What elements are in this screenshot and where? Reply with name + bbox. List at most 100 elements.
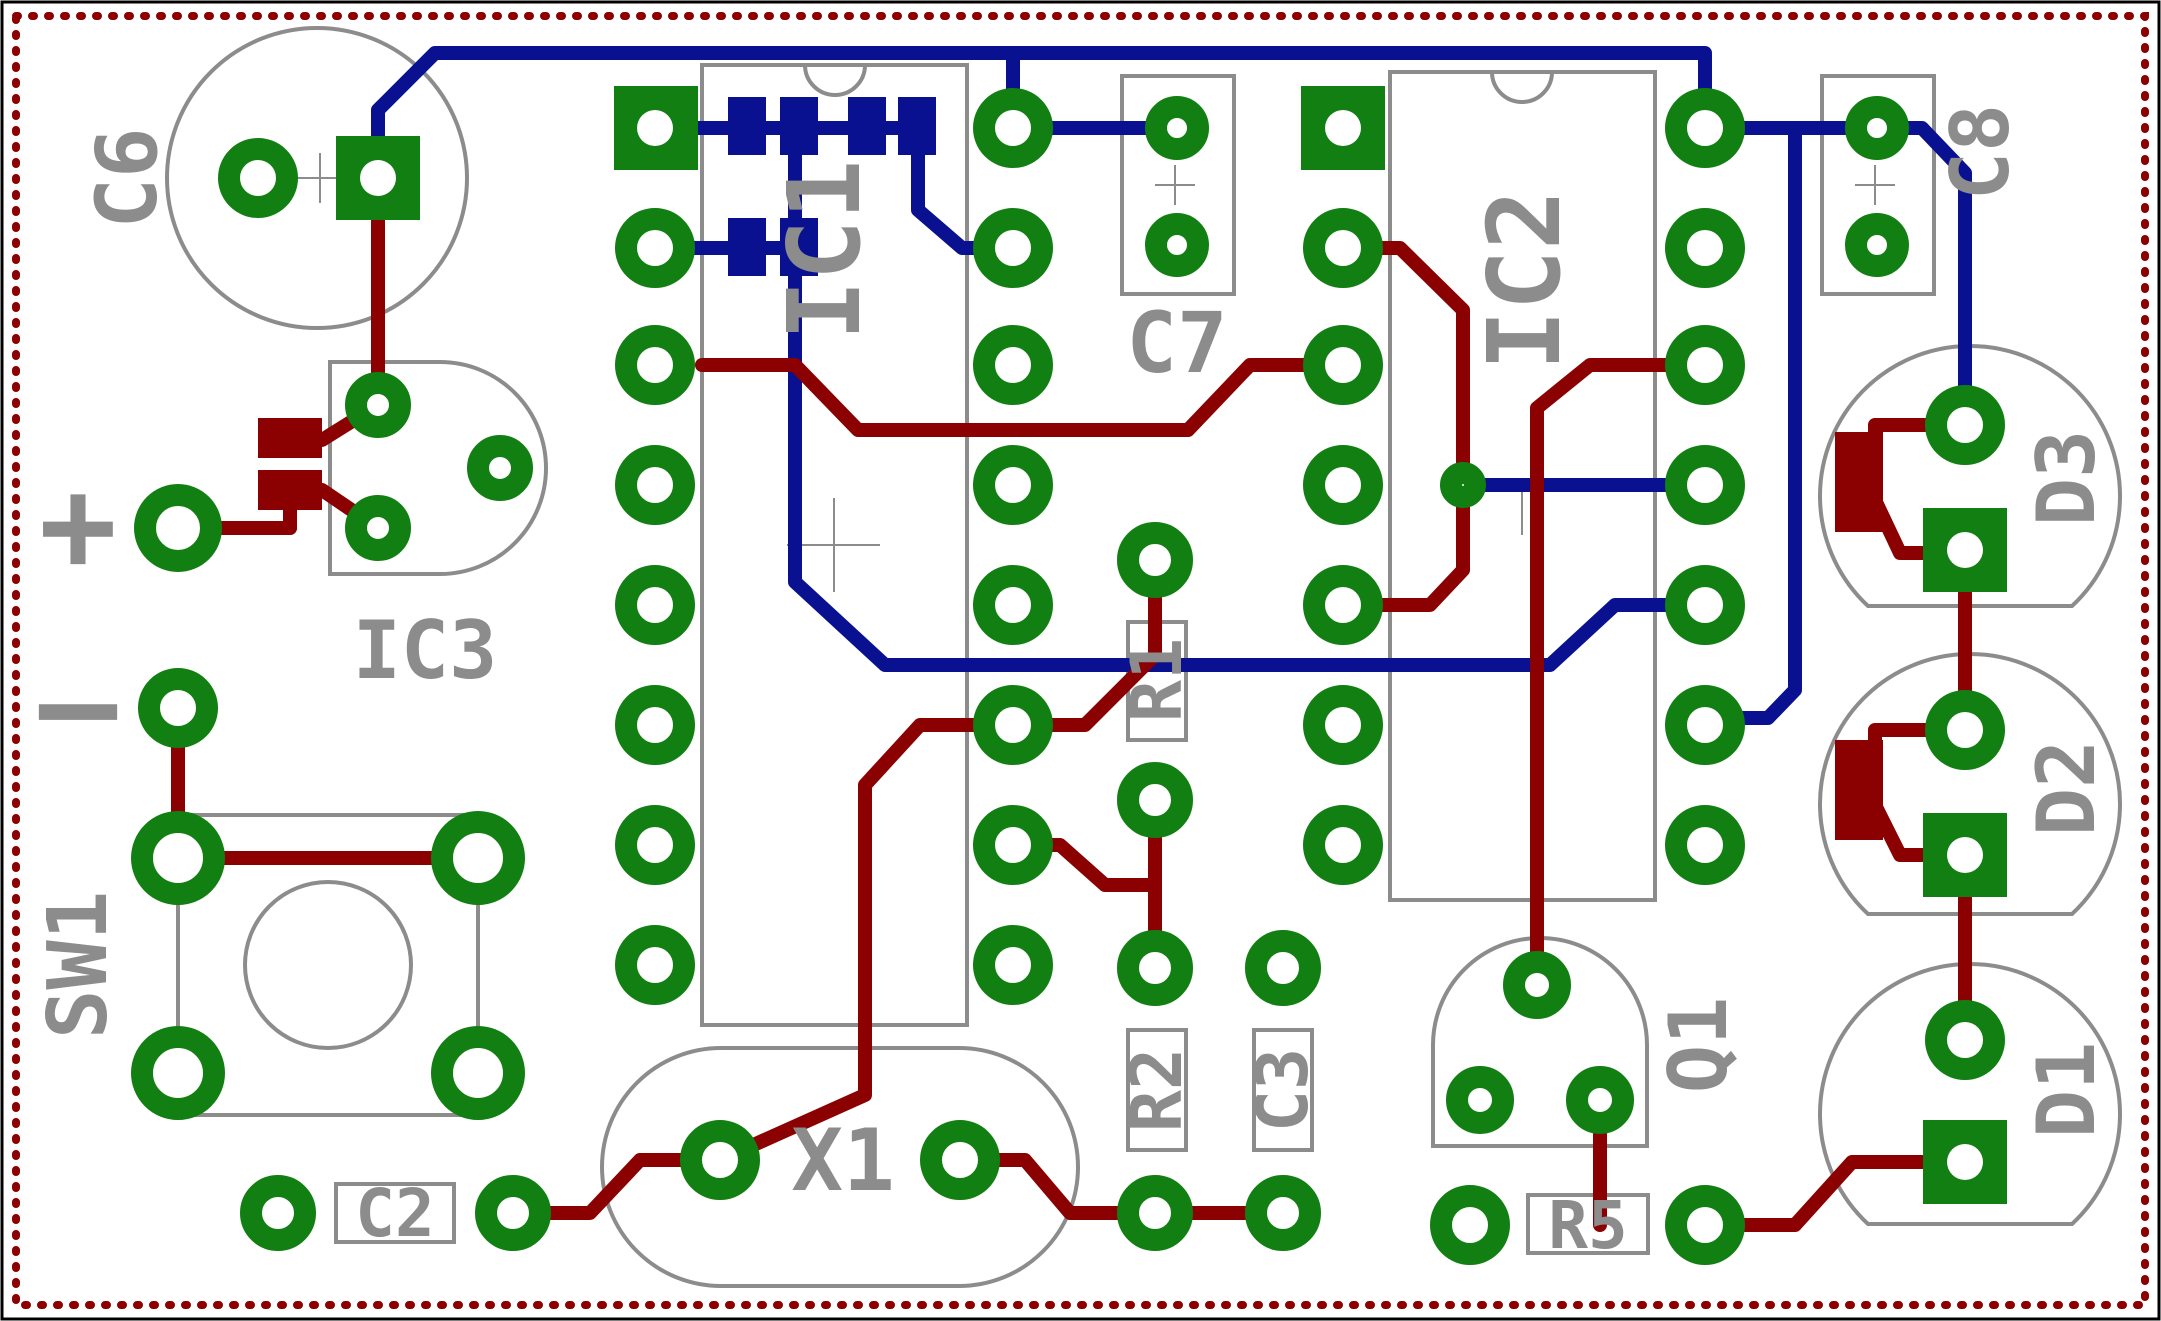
c2-label: C2 (355, 1175, 434, 1252)
ic2-pin-14 (1665, 88, 1745, 168)
ic2-pin-7 (1303, 805, 1383, 885)
c6-outline (165, 26, 469, 330)
c8-pad-1 (1845, 96, 1909, 160)
c2-pad-2 (475, 1175, 551, 1251)
ic2-pin-13 (1665, 208, 1745, 288)
minus-label: – (39, 627, 118, 779)
ic2-pin-2 (1303, 208, 1383, 288)
q1-pad-2 (1446, 1066, 1514, 1134)
sw1-pad-4 (431, 1026, 525, 1120)
ic2-pin-4 (1303, 445, 1383, 525)
c3-pad-2 (1245, 1175, 1321, 1251)
ic2-notch (1490, 71, 1554, 104)
plus-label: + (39, 449, 117, 601)
ic2-pin-12 (1665, 325, 1745, 405)
via (1440, 462, 1486, 508)
r5-label: R5 (1548, 1187, 1627, 1264)
ic3-pad-3 (345, 495, 411, 561)
x1-outline (600, 1046, 1080, 1288)
ic1-pin-4 (615, 445, 695, 525)
ic1-pin-3 (615, 325, 695, 405)
c3-outline (1252, 1028, 1314, 1152)
r2-label: R2 (1116, 1048, 1198, 1132)
ic1-outline (700, 63, 969, 1027)
bottom-trace-c8 (1698, 121, 1972, 432)
plus-pad (134, 484, 222, 572)
r1-pad-2 (1117, 762, 1193, 838)
ic1-pin-11 (973, 685, 1053, 765)
c2-pad-1 (240, 1175, 316, 1251)
q1-pad-1 (1503, 951, 1571, 1019)
top-trace-ic1-ic2 (695, 358, 1350, 437)
labels-layer: C6 IC1 C7 IC2 C8 + – IC3 SW1 R1 R2 C3 C2… (31, 104, 2113, 1264)
ic2-pin-1-hole (1325, 110, 1361, 146)
ic2-label: IC2 (1466, 190, 1583, 371)
ic1-pin-5 (615, 565, 695, 645)
ic1-pin-16 (973, 88, 1053, 168)
board-dotted-border (12, 12, 2149, 1309)
d2-outline (1818, 652, 2122, 916)
d1-outline (1818, 962, 2122, 1226)
d3-label: D3 (2020, 430, 2113, 526)
d2-pad-2-hole (1947, 837, 1983, 873)
x1-label: X1 (791, 1111, 895, 1211)
ic1-pin-9 (973, 925, 1053, 1005)
x1-pad-2 (920, 1120, 1000, 1200)
r2-pad-1 (1117, 930, 1193, 1006)
top-trace-ic2-q1 (1530, 358, 1712, 992)
d1-pad-1 (1925, 1000, 2005, 1080)
sw1-label: SW1 (31, 891, 126, 1039)
ic1-label: IC1 (766, 160, 883, 341)
r1-label: R1 (1116, 638, 1198, 722)
d1-pad-2-hole (1947, 1144, 1983, 1180)
r5-pad-1 (1430, 1185, 1510, 1265)
c8-label: C8 (1934, 104, 2027, 200)
r2-pad-2 (1117, 1175, 1193, 1251)
ic2-pin-3 (1303, 325, 1383, 405)
bottom-trace-ic1-loop (788, 121, 1712, 672)
c8-outline (1820, 74, 1936, 296)
c2-outline (334, 1182, 456, 1244)
q1-outline (1431, 936, 1649, 1148)
r2-outline (1126, 1028, 1188, 1152)
r5-outline (1526, 1193, 1650, 1255)
c7-pad-1 (1145, 96, 1209, 160)
ic3-pad-1 (345, 372, 411, 438)
d3-outline (1818, 344, 2122, 608)
minus-pad (138, 668, 218, 748)
d2-pad-1 (1925, 690, 2005, 770)
ic1-pin-2 (615, 208, 695, 288)
top-trace-x1 (713, 718, 1020, 1167)
sw1-pad-3 (131, 1026, 225, 1120)
d2-smd-pad (1835, 740, 1883, 840)
top-trace-r5-d1 (1698, 1155, 1972, 1232)
c6-label: C6 (78, 127, 176, 228)
ic1-pin-6 (615, 685, 695, 765)
r1-pad-1 (1117, 522, 1193, 598)
d3-pad-2-hole (1947, 532, 1983, 568)
x1-pad-1 (680, 1120, 760, 1200)
c7-pad-2 (1145, 213, 1209, 277)
ic1-pin-8 (615, 925, 695, 1005)
ic1-notch (803, 64, 867, 97)
bottom-trace-bus (371, 46, 1712, 185)
ic2-pin-9 (1665, 685, 1745, 765)
silkscreen-layer (165, 26, 2122, 1288)
ic1-pin-1-hole (637, 110, 673, 146)
ic2-pin-10 (1665, 565, 1745, 645)
smd-pad-red (258, 418, 322, 458)
ic1-pin-12 (973, 565, 1053, 645)
d3-smd-pad (1835, 432, 1883, 532)
ic1-pin-14 (973, 325, 1053, 405)
q1-pad-3 (1566, 1066, 1634, 1134)
sw1-pad-1 (131, 811, 225, 905)
c6-pad-2-hole (360, 160, 396, 196)
top-trace-ic2-left (1336, 241, 1470, 612)
ic3-outline (328, 360, 548, 576)
ic1-pin-7 (615, 805, 695, 885)
sw1-body (176, 813, 480, 1117)
ic3-pad-2 (467, 435, 533, 501)
d1-label: D1 (2020, 1042, 2113, 1138)
bottom-traces (371, 46, 1972, 725)
